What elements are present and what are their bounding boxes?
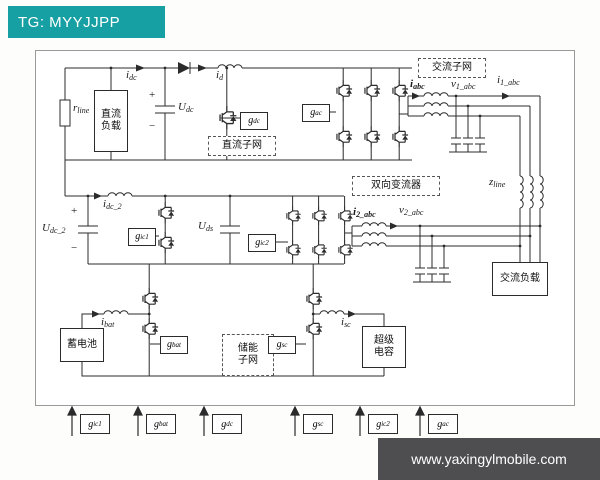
label-i-1-abc: i1_abc bbox=[497, 74, 520, 87]
ac-subnet-region-box: 交流子网 bbox=[418, 58, 486, 78]
up-arrow-icon bbox=[67, 405, 77, 416]
ac-load-box: 交流负载 bbox=[492, 262, 548, 296]
label-v-1-abc: v1_abc bbox=[451, 78, 476, 91]
igbt-icon bbox=[392, 125, 409, 149]
dc-subnet-label: 直流子网 bbox=[222, 139, 262, 151]
label-u-dc-2: Udc_2 bbox=[42, 222, 66, 235]
igbt-icon bbox=[312, 239, 328, 261]
label-i-abc: iabc bbox=[410, 78, 425, 91]
igbt-icon bbox=[286, 239, 302, 261]
watermark-tag-badge: TG: MYYJJPP bbox=[8, 6, 165, 38]
battery-box: 蓄电池 bbox=[60, 328, 104, 362]
up-arrow-icon bbox=[133, 405, 143, 416]
label-u-dc: Udc bbox=[178, 101, 194, 114]
dc-load-label: 负载 bbox=[101, 121, 121, 132]
storage-subnet-label: 子网 bbox=[238, 355, 258, 366]
igbt-icon bbox=[338, 205, 354, 227]
label-i-bat: ibat bbox=[101, 316, 115, 329]
up-arrow-icon bbox=[199, 405, 209, 416]
plus-sign: + bbox=[71, 205, 78, 217]
igbt-icon bbox=[392, 79, 409, 103]
igbt-icon bbox=[364, 125, 381, 149]
dc-load-label: 直流 bbox=[101, 108, 121, 120]
igbt-icon bbox=[158, 231, 175, 255]
igbt-icon bbox=[312, 205, 328, 227]
bidirectional-converter-region-box: 双向变流器 bbox=[352, 176, 440, 196]
igbt-icon bbox=[142, 287, 159, 311]
up-arrow-icon bbox=[415, 405, 425, 416]
bidirectional-converter-label: 双向变流器 bbox=[371, 179, 421, 191]
minus-sign: − bbox=[71, 242, 78, 254]
battery-label: 蓄电池 bbox=[67, 338, 97, 350]
dc-subnet-region-box: 直流子网 bbox=[208, 136, 276, 156]
label-i-d: id bbox=[216, 69, 224, 82]
label-i-2-abc: i2_abc bbox=[353, 206, 376, 219]
igbt-icon bbox=[306, 317, 323, 341]
current-arrow-icons bbox=[92, 64, 510, 318]
ac-load-label: 交流负载 bbox=[500, 272, 540, 284]
gate-signal-arrows bbox=[67, 405, 425, 436]
junction-dots bbox=[86, 66, 542, 316]
igbt-icon bbox=[336, 125, 353, 149]
bidirectional-converter-wires bbox=[64, 160, 540, 283]
igbt-icon bbox=[306, 287, 323, 311]
supercapacitor-label: 电容 bbox=[374, 347, 394, 358]
minus-sign: − bbox=[149, 120, 156, 132]
label-i-dc-2: idc_2 bbox=[103, 198, 122, 211]
igbt-icon bbox=[364, 79, 381, 103]
igbt-icon bbox=[158, 201, 175, 225]
watermark-url-text: www.yaxingylmobile.com bbox=[411, 451, 567, 467]
plus-sign: + bbox=[149, 89, 156, 101]
ac-subnet-label: 交流子网 bbox=[432, 61, 472, 73]
label-z-line: zline bbox=[489, 176, 506, 189]
up-arrow-icon bbox=[355, 405, 365, 416]
storage-subnet-region-box: 储能 子网 bbox=[222, 334, 274, 376]
diode-icon bbox=[178, 62, 190, 74]
supercapacitor-box: 超级 电容 bbox=[362, 326, 406, 368]
z-line-coil-icon bbox=[529, 175, 534, 209]
label-r-line: rline bbox=[73, 102, 90, 115]
dc-load-box: 直流 负载 bbox=[94, 90, 128, 152]
z-line-coil-icon bbox=[519, 175, 524, 209]
igbt-icon bbox=[286, 205, 302, 227]
igbt-icon bbox=[336, 79, 353, 103]
igbt-icon bbox=[142, 317, 159, 341]
dc-and-ac-subnet-wires bbox=[59, 62, 541, 262]
up-arrow-icon bbox=[290, 405, 300, 416]
watermark-url-bar: www.yaxingylmobile.com bbox=[378, 438, 600, 480]
z-line-coil-icon bbox=[539, 175, 544, 209]
supercapacitor-label: 超级 bbox=[374, 334, 394, 346]
resistor-r-line bbox=[59, 99, 71, 127]
inductor-icons bbox=[103, 64, 544, 315]
label-u-ds: Uds bbox=[198, 220, 214, 233]
storage-subnet-label: 储能 bbox=[238, 342, 258, 354]
label-i-dc: idc bbox=[126, 69, 137, 82]
label-i-sc: isc bbox=[341, 316, 351, 329]
igbt-icon bbox=[338, 239, 354, 261]
watermark-tag-text: TG: MYYJJPP bbox=[18, 13, 121, 31]
label-v-2-abc: v2_abc bbox=[399, 204, 424, 217]
